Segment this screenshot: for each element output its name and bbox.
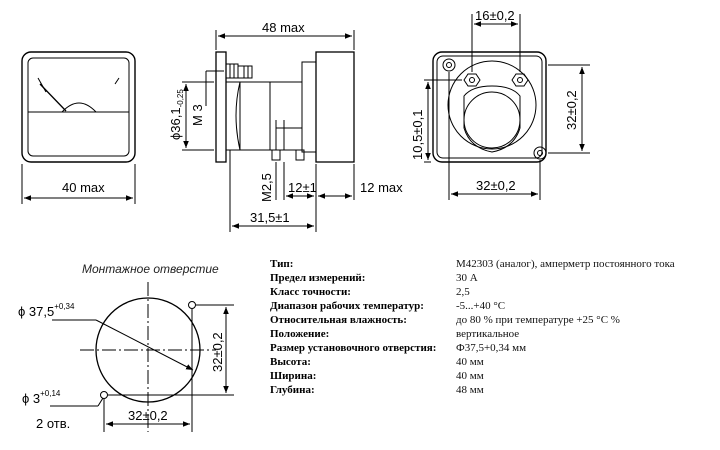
spec-value: 48 мм <box>456 384 484 396</box>
mount-v-spacing: 32±0,2 <box>210 332 225 372</box>
dim-base-length: 31,5±1 <box>250 210 290 225</box>
dim-side-length: 48 max <box>262 20 305 35</box>
spec-label: Глубина: <box>270 384 315 396</box>
spec-label: Размер установочного отверстия: <box>270 342 437 354</box>
rear-mount-stud <box>442 58 456 72</box>
dim-rear-width: 32±0,2 <box>476 178 516 193</box>
spec-value: 2,5 <box>456 286 470 298</box>
mount-hole-diameter: ϕ 37,5+0,34 <box>18 302 75 319</box>
mount-small-dia-tol: +0,14 <box>40 389 61 398</box>
spec-row: Ширина: 40 мм <box>270 369 715 383</box>
spec-row: Положение: вертикальное <box>270 327 715 341</box>
spec-value: М42303 (аналог), амперметр постоянного т… <box>456 258 675 270</box>
mounting-hole-view <box>50 282 234 432</box>
spec-row: Диапазон рабочих температур: -5...+40 °С <box>270 299 715 313</box>
spec-table: Тип: М42303 (аналог), амперметр постоянно… <box>270 257 715 397</box>
dim-terminal-length: 12 max <box>360 180 403 195</box>
side-view <box>182 30 355 232</box>
dim-rear-height: 32±0,2 <box>564 90 579 130</box>
mount-hole-dia-value: ϕ 37,5 <box>18 304 54 319</box>
spec-value: 40 мм <box>456 370 484 382</box>
dim-rear-offset: 10,5±0,1 <box>410 109 425 160</box>
spec-row: Высота: 40 мм <box>270 355 715 369</box>
dim-diameter-value: ϕ36,1 <box>168 107 183 140</box>
front-view <box>21 51 136 204</box>
spec-value: 30 А <box>456 272 478 284</box>
spec-row: Предел измерений: 30 А <box>270 271 715 285</box>
spec-value: вертикальное <box>456 328 520 340</box>
spec-row: Класс точности: 2,5 <box>270 285 715 299</box>
mount-hole-dia-tol: +0,34 <box>54 302 75 311</box>
small-mount-hole <box>188 301 196 309</box>
spec-label: Класс точности: <box>270 286 351 298</box>
terminal-nut <box>463 73 481 87</box>
spec-label: Ширина: <box>270 370 317 382</box>
spec-row: Глубина: 48 мм <box>270 383 715 397</box>
mount-small-dia-value: ϕ 3 <box>22 391 40 406</box>
spec-value: -5...+40 °С <box>456 300 506 312</box>
spec-label: Предел измерений: <box>270 272 366 284</box>
mount-holes-count: 2 отв. <box>36 416 70 431</box>
spec-value: Ф37,5+0,34 мм <box>456 342 527 354</box>
spec-label: Высота: <box>270 356 311 368</box>
dim-stud-length: 12±1 <box>288 180 317 195</box>
dim-thread-m25: M2,5 <box>259 173 274 202</box>
dim-front-width: 40 max <box>62 180 105 195</box>
dim-diameter: ϕ36,1-0,25 <box>168 89 185 140</box>
spec-row: Тип: М42303 (аналог), амперметр постоянно… <box>270 257 715 271</box>
mount-small-diameter: ϕ 3+0,14 <box>22 389 61 406</box>
spec-row: Относительная влажность: до 80 % при темп… <box>270 313 715 327</box>
spec-value: до 80 % при температуре +25 °С % <box>456 314 620 326</box>
mount-h-spacing: 32±0,2 <box>128 408 168 423</box>
spec-label: Положение: <box>270 328 330 340</box>
spec-label: Относительная влажность: <box>270 314 407 326</box>
small-mount-hole <box>100 391 108 399</box>
rear-view <box>424 14 590 200</box>
spec-label: Диапазон рабочих температур: <box>270 300 424 312</box>
dim-thread-m3: M 3 <box>190 104 205 126</box>
spec-label: Тип: <box>270 258 294 270</box>
mounting-hole-caption: Монтажное отверстие <box>82 262 219 276</box>
rear-mount-stud <box>533 146 547 160</box>
spec-row: Размер установочного отверстия: Ф37,5+0,3… <box>270 341 715 355</box>
terminal-nut <box>511 73 529 87</box>
dim-rear-hole-spacing: 16±0,2 <box>475 8 515 23</box>
dim-diameter-tol: -0,25 <box>176 89 185 108</box>
spec-value: 40 мм <box>456 356 484 368</box>
